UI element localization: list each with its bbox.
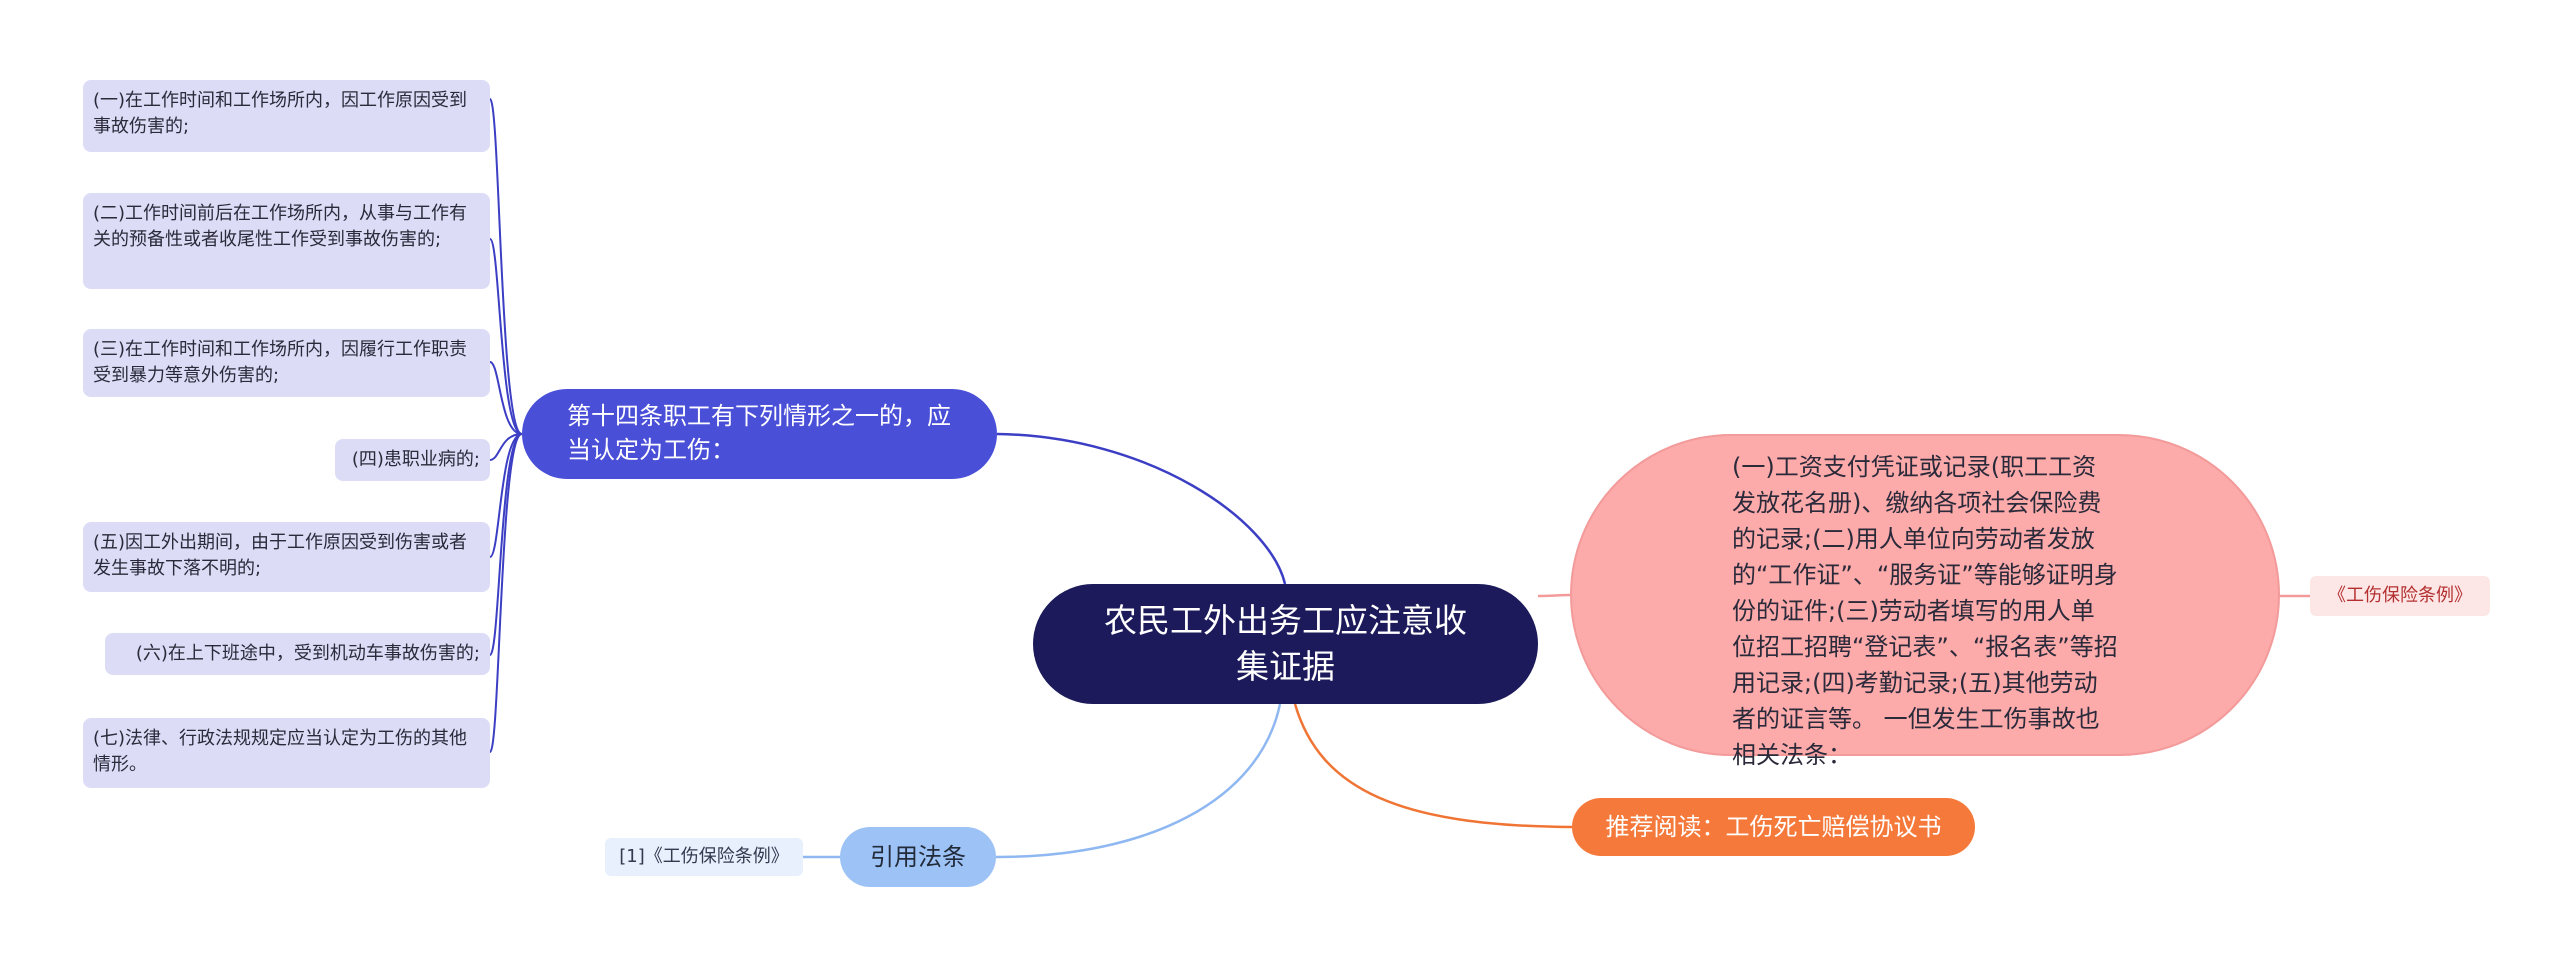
citation-law-text: [1]《工伤保险条例》 — [619, 846, 789, 867]
recommend-reading-node[interactable]: 推荐阅读：工伤死亡赔偿协议书 — [1572, 798, 1975, 856]
article14-item-5-text: (五)因工外出期间，由于工作原因受到伤害或者发生事故下落不明的; — [93, 532, 468, 579]
article14-item-6-text: (六)在上下班途中，受到机动车事故伤害的; — [135, 643, 480, 664]
evidence-node[interactable]: (一)工资支付凭证或记录(职工工资发放花名册)、缴纳各项社会保险费的记录;(二)… — [1570, 434, 2280, 769]
recommend-reading-label: 推荐阅读：工伤死亡赔偿协议书 — [1605, 813, 1942, 841]
citation-law-link[interactable]: [1]《工伤保险条例》 — [605, 838, 803, 876]
evidence-law-text: 《工伤保险条例》 — [2328, 585, 2472, 606]
link-root-evidence — [1537, 593, 1571, 598]
link-leaf-3 — [489, 361, 523, 435]
article14-item-1-text: (一)在工作时间和工作场所内，因工作原因受到事故伤害的; — [93, 90, 468, 137]
article14-item-1[interactable]: (一)在工作时间和工作场所内，因工作原因受到事故伤害的; — [83, 80, 490, 152]
citation-label: 引用法条 — [870, 843, 966, 871]
link-root-article14 — [996, 432, 1287, 585]
article14-item-6[interactable]: (六)在上下班途中，受到机动车事故伤害的; — [105, 633, 490, 675]
root-label: 农民工外出务工应注意收集证据 — [1104, 601, 1467, 686]
article14-item-3[interactable]: (三)在工作时间和工作场所内，因履行工作职责受到暴力等意外伤害的; — [83, 329, 490, 397]
link-leaf-5 — [489, 433, 523, 558]
link-leaf-2 — [489, 238, 523, 435]
link-root-citation — [995, 703, 1282, 859]
link-leaf-6 — [489, 433, 523, 656]
link-leaf-4 — [489, 433, 523, 461]
link-root-recommend — [1293, 703, 1573, 829]
root-node[interactable]: 农民工外出务工应注意收集证据 — [1033, 584, 1538, 704]
citation-node[interactable]: 引用法条 — [840, 827, 996, 887]
article14-item-5[interactable]: (五)因工外出期间，由于工作原因受到伤害或者发生事故下落不明的; — [83, 522, 490, 592]
evidence-text: (一)工资支付凭证或记录(职工工资发放花名册)、缴纳各项社会保险费的记录;(二)… — [1732, 453, 2118, 769]
article14-item-4-text: (四)患职业病的; — [351, 449, 480, 470]
link-leaf-7 — [489, 433, 523, 753]
article14-item-4[interactable]: (四)患职业病的; — [335, 439, 490, 481]
article14-item-2[interactable]: (二)工作时间前后在工作场所内，从事与工作有关的预备性或者收尾性工作受到事故伤害… — [83, 193, 490, 289]
article14-label: 第十四条职工有下列情形之一的，应当认定为工伤： — [567, 402, 951, 464]
article14-item-3-text: (三)在工作时间和工作场所内，因履行工作职责受到暴力等意外伤害的; — [93, 339, 468, 386]
article14-item-7[interactable]: (七)法律、行政法规规定应当认定为工伤的其他情形。 — [83, 718, 490, 788]
article14-item-7-text: (七)法律、行政法规规定应当认定为工伤的其他情形。 — [93, 728, 468, 775]
evidence-law-link[interactable]: 《工伤保险条例》 — [2310, 576, 2490, 616]
link-leaf-1 — [489, 98, 523, 435]
article14-item-2-text: (二)工作时间前后在工作场所内，从事与工作有关的预备性或者收尾性工作受到事故伤害… — [93, 203, 468, 250]
article14-node[interactable]: 第十四条职工有下列情形之一的，应当认定为工伤： — [522, 389, 997, 479]
